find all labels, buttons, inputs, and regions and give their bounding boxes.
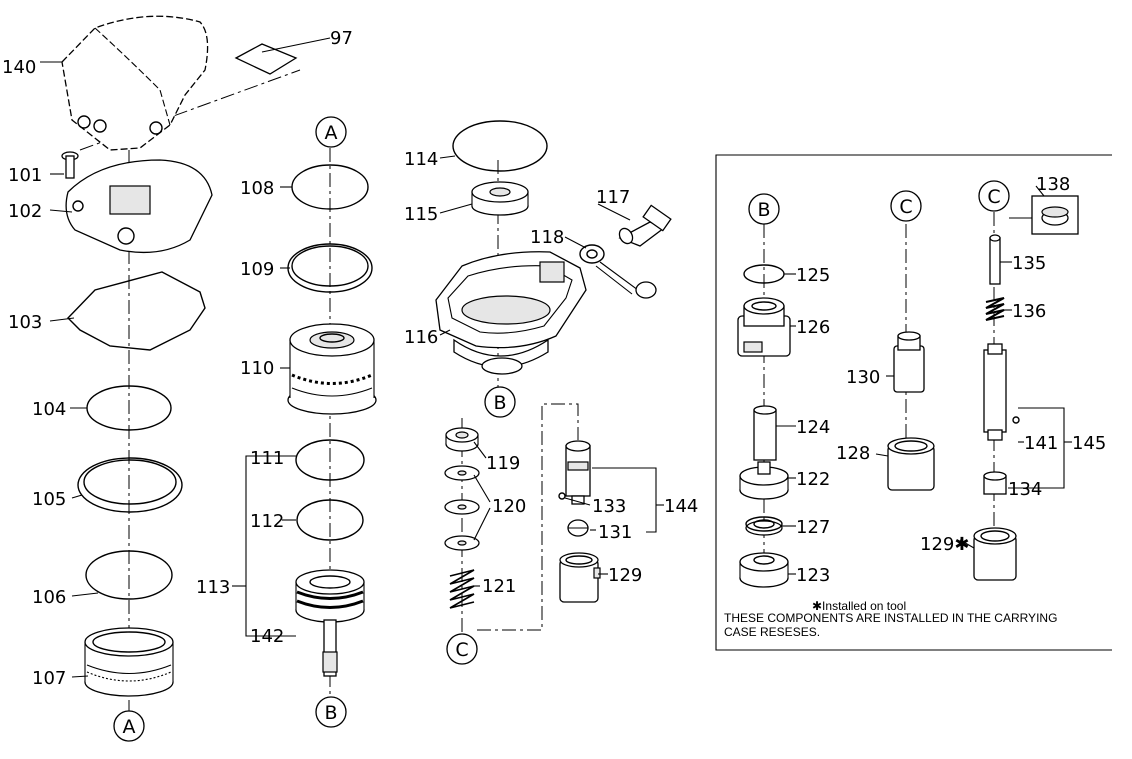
svg-text:B: B [324,702,337,724]
label-129: 129 [608,565,642,586]
label-125: 125 [796,265,830,286]
svg-text:B: B [757,199,770,221]
inset-part-126 [737,297,791,357]
label-145: 145 [1072,433,1106,454]
part-115-bushing [471,181,529,216]
label-97: 97 [330,28,353,49]
carrying-case-note-line2: CASE RESESES. [724,625,820,639]
label-121: 121 [482,576,516,597]
inset-part-128 [887,437,935,491]
part-112-ring [296,499,364,541]
label-144: 144 [664,496,698,517]
part-117-fitting [618,204,672,247]
label-111: 111 [250,448,284,469]
label-138: 138 [1036,174,1070,195]
part-102-cap [65,159,213,254]
part-140-cover [61,15,209,151]
label-109: 109 [240,259,274,280]
inset-part-127 [745,516,783,536]
part-114-ring [452,120,548,172]
inset-part-122 [739,461,789,500]
label-103: 103 [8,312,42,333]
label-142: 142 [250,626,284,647]
part-111-ring [295,439,365,481]
part-103-gasket [67,271,206,351]
svg-text:A: A [325,122,338,144]
label-128: 128 [836,443,870,464]
inset-part-138-box [1031,195,1079,235]
label-122: 122 [796,469,830,490]
label-108: 108 [240,178,274,199]
part-110-cylinder [287,323,377,415]
label-113: 113 [196,577,230,598]
label-133: 133 [592,496,626,517]
label-129-star: 129✱ [920,534,969,555]
connector-a-top: A [315,116,347,148]
label-117: 117 [596,187,630,208]
label-114: 114 [404,149,438,170]
inset-part-123 [739,552,789,588]
label-135: 135 [1012,253,1046,274]
inset-connector-c-mid: C [890,190,922,222]
label-112: 112 [250,511,284,532]
label-120: 120 [492,496,526,517]
part-129-sleeve [559,552,601,603]
installed-note: ✱Installed on tool [812,599,906,613]
label-101: 101 [8,165,42,186]
label-127: 127 [796,517,830,538]
label-118: 118 [530,227,564,248]
label-134: 134 [1008,479,1042,500]
part-121-spring [449,569,475,609]
inset-part-130 [893,331,925,393]
part-116-housing [435,251,587,375]
label-115: 115 [404,204,438,225]
label-136: 136 [1012,301,1046,322]
label-116: 116 [404,327,438,348]
connector-b-col2: B [315,696,347,728]
svg-text:C: C [899,196,912,218]
part-105-ring [77,457,183,513]
part-119-washer [445,427,479,452]
svg-text:B: B [493,392,506,414]
inset-connector-c-right: C [978,180,1010,212]
inset-part-124 [753,405,777,461]
label-124: 124 [796,417,830,438]
label-107: 107 [32,668,66,689]
part-142-rotor [295,569,365,677]
inset-part-135 [989,234,1001,285]
label-140: 140 [2,57,36,78]
svg-text:C: C [455,639,468,661]
label-123: 123 [796,565,830,586]
label-102: 102 [8,201,42,222]
inset-connector-b: B [748,193,780,225]
label-126: 126 [796,317,830,338]
connector-c-col3: C [446,633,478,665]
part-97-label [234,43,298,75]
connector-b-col3: B [484,386,516,418]
label-104: 104 [32,399,66,420]
part-107-bearing [84,627,174,697]
inset-part-136-spring [985,297,1005,321]
part-106-ring [85,550,173,600]
label-131: 131 [598,522,632,543]
part-120-washers [444,465,480,551]
part-144-valve [558,440,591,537]
part-118-filter [579,244,657,299]
inset-part-134 [983,471,1007,495]
label-141: 141 [1024,433,1058,454]
label-106: 106 [32,587,66,608]
label-119: 119 [486,453,520,474]
connector-a-bottom: A [113,710,145,742]
inset-part-129-sleeve [973,527,1017,581]
svg-text:A: A [123,716,136,738]
part-101-screw [61,151,79,179]
svg-text:C: C [987,186,1000,208]
inset-part-141-pin [983,343,1020,441]
inset-panel [715,154,1112,651]
label-130: 130 [846,367,880,388]
carrying-case-note-line1: THESE COMPONENTS ARE INSTALLED IN THE CA… [724,611,1057,625]
label-105: 105 [32,489,66,510]
label-110: 110 [240,358,274,379]
